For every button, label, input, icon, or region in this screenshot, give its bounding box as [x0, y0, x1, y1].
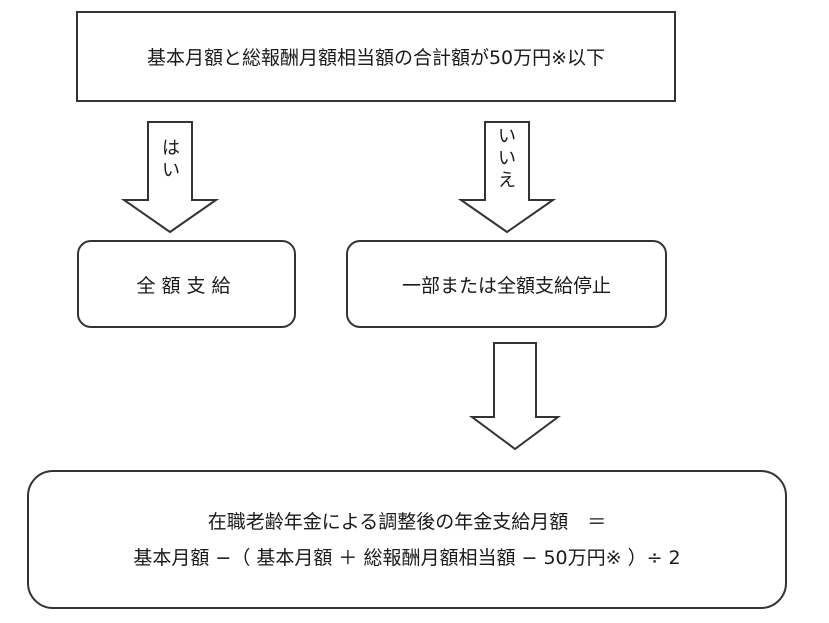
formula-box: 在職老齢年金による調整後の年金支給月額 ＝ 基本月額 −（ 基本月額 ＋ 総報酬… [27, 470, 787, 609]
formula-arrow [468, 342, 562, 451]
condition-box: 基本月額と総報酬月額相当額の合計額が50万円※以下 [76, 11, 676, 102]
no-arrow [457, 121, 557, 234]
full-payment-text: 全額支給 [136, 274, 237, 297]
no-label-char-3: え [498, 170, 516, 191]
no-label: い い え [495, 126, 519, 192]
yes-label-char-1: は [162, 138, 180, 159]
condition-text: 基本月額と総報酬月額相当額の合計額が50万円※以下 [146, 47, 606, 69]
no-label-char-2: い [498, 148, 516, 169]
partial-stop-text: 一部または全額支給停止 [401, 274, 611, 297]
no-label-char-1: い [498, 126, 516, 147]
formula-line-2: 基本月額 −（ 基本月額 ＋ 総報酬月額相当額 − 50万円※ ）÷ 2 [133, 546, 681, 569]
full-payment-box: 全額支給 [77, 240, 296, 328]
yes-arrow [120, 121, 220, 234]
yes-label-char-2: い [162, 160, 180, 181]
formula-line-1: 在職老齢年金による調整後の年金支給月額 ＝ [207, 510, 607, 533]
partial-stop-box: 一部または全額支給停止 [346, 240, 667, 328]
yes-label: は い [159, 138, 183, 182]
